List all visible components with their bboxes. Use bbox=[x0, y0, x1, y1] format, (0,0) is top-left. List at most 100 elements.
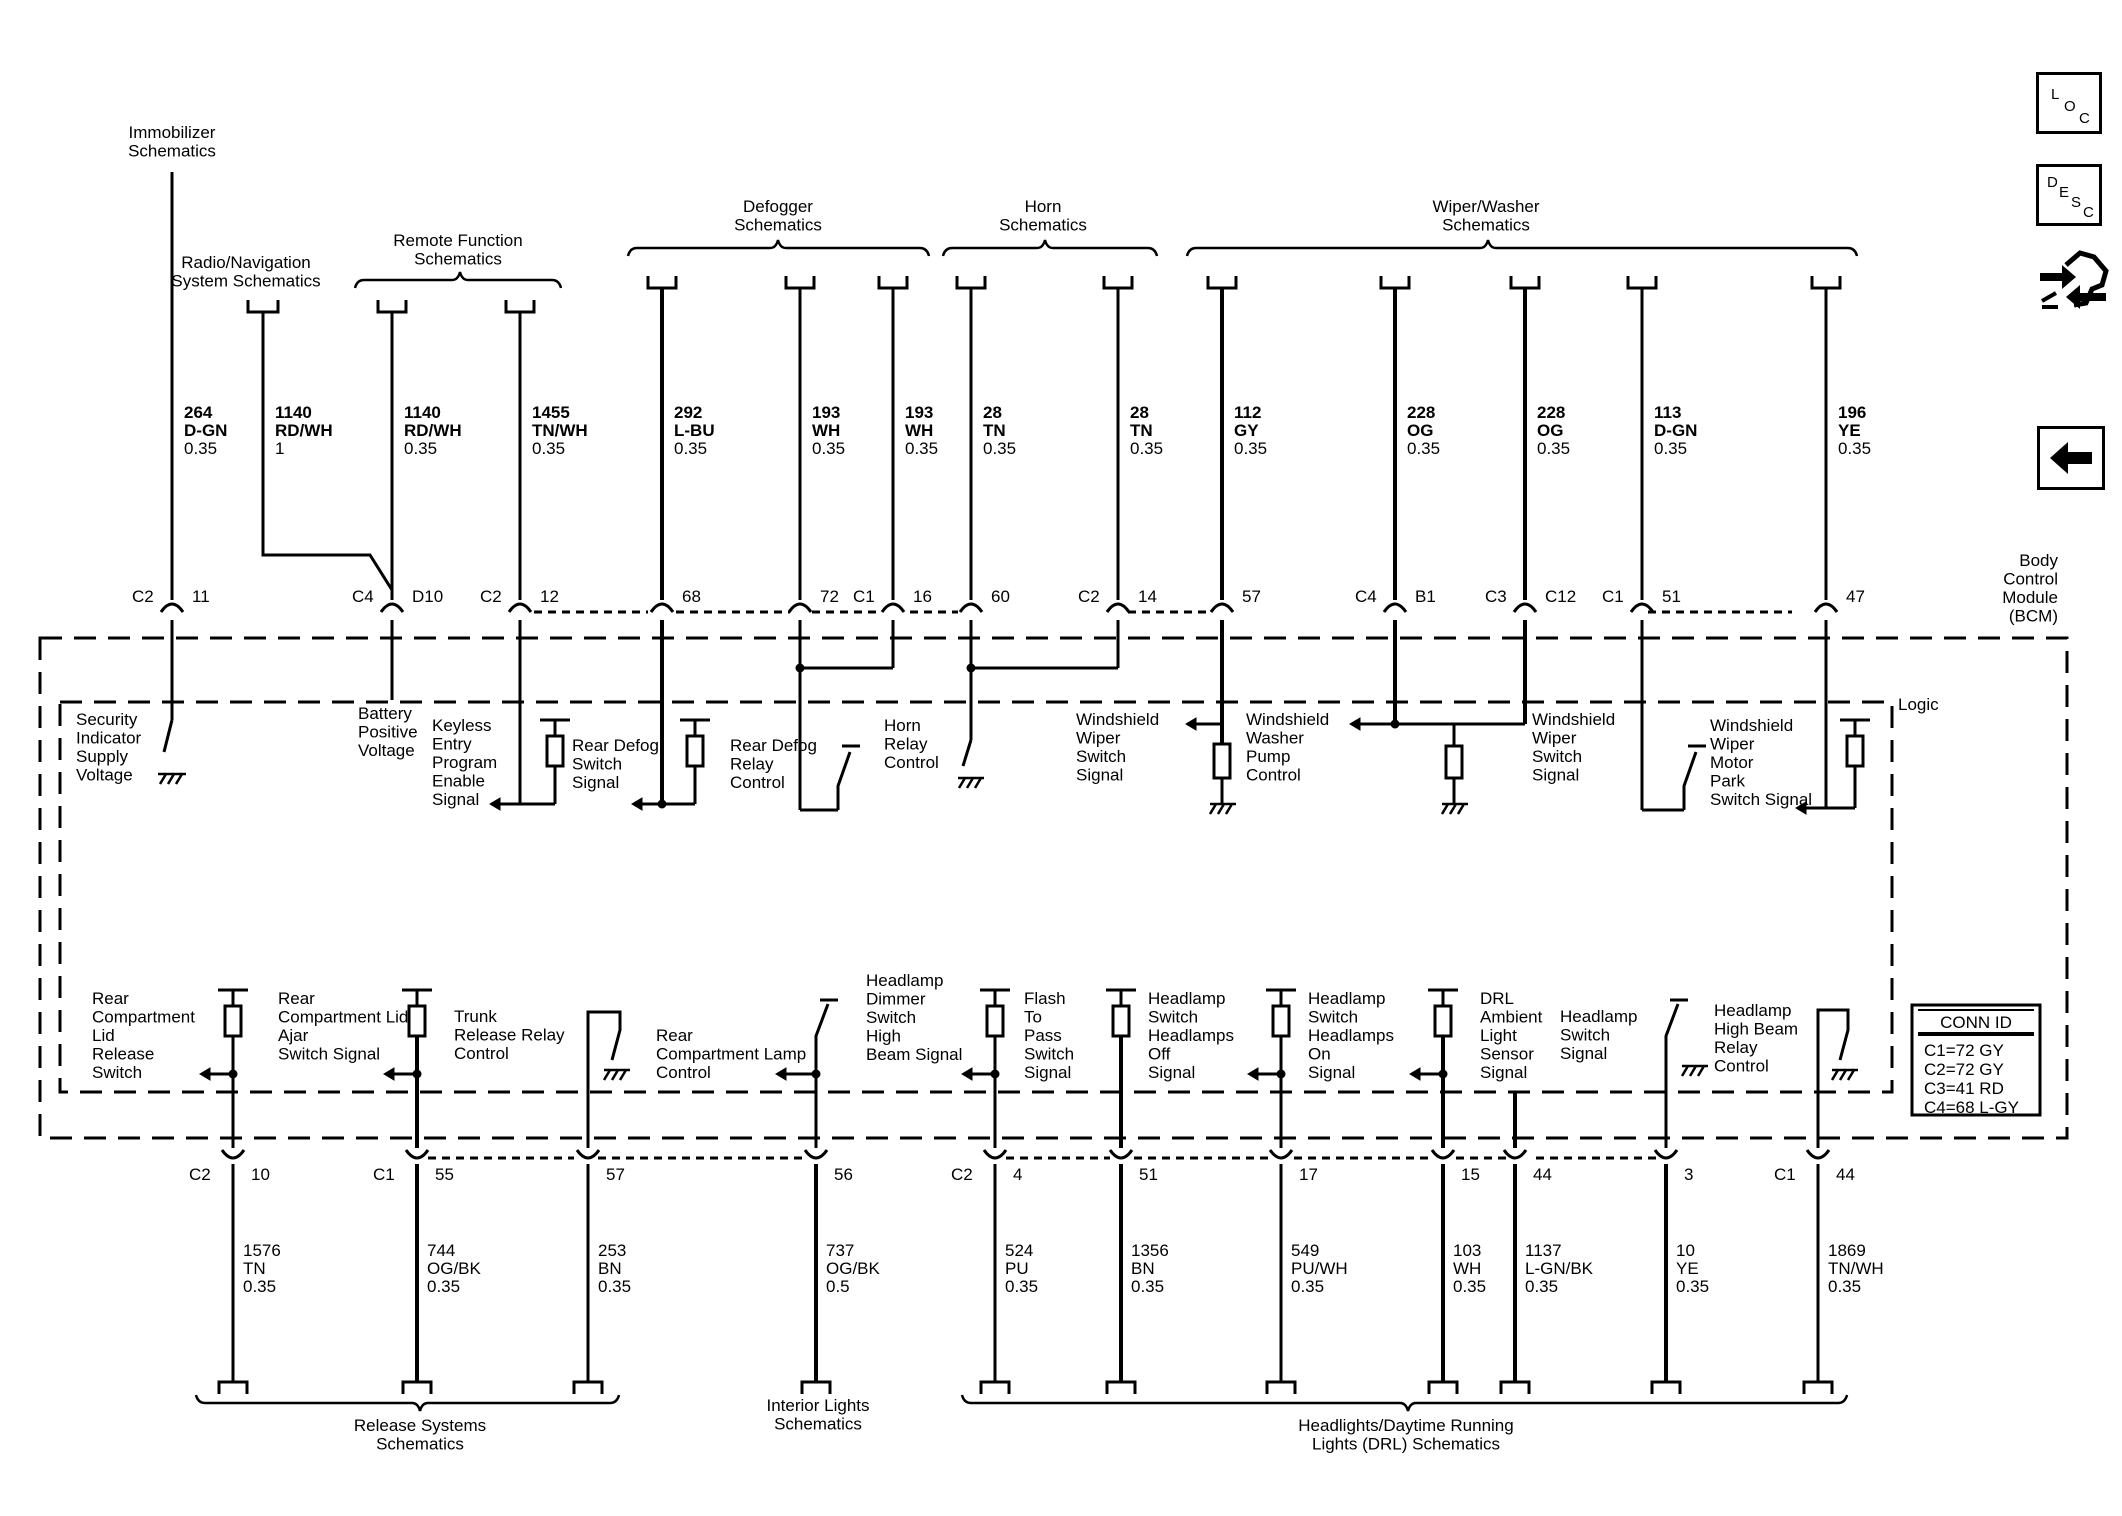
wire-color: L-GN/BK bbox=[1525, 1259, 1594, 1278]
pin-number: 56 bbox=[834, 1165, 853, 1184]
wire-color: D-GN bbox=[184, 421, 227, 440]
connector-id-line: C3 bbox=[1485, 587, 1507, 606]
wire-size-line: 0.35 bbox=[404, 439, 437, 458]
wire-connector bbox=[646, 276, 678, 290]
wire-connector bbox=[1650, 1380, 1682, 1394]
wire-circuit: 196 bbox=[1838, 403, 1866, 422]
wire-circuit: 10 bbox=[1676, 1241, 1695, 1260]
connector-id: C2 bbox=[189, 1165, 211, 1184]
pin-number: 44 bbox=[1836, 1165, 1855, 1184]
wire-color: OG bbox=[1407, 421, 1433, 440]
signal-label-line: Enable bbox=[432, 772, 485, 791]
pin-number-line: 44 bbox=[1836, 1165, 1855, 1184]
brace-release bbox=[194, 1394, 621, 1412]
wire-connector bbox=[1379, 276, 1411, 290]
pin-number-line: B1 bbox=[1415, 587, 1436, 606]
wire-color: TN bbox=[983, 421, 1006, 440]
wire-size-line: 0.35 bbox=[184, 439, 217, 458]
pin-number: 10 bbox=[251, 1165, 270, 1184]
wire-color: RD/WH bbox=[275, 421, 333, 440]
source-wiper-line: Wiper/Washer bbox=[1432, 197, 1539, 216]
signal-label-line: Switch Signal bbox=[1710, 790, 1812, 809]
wire-circuit-line: 1356 bbox=[1131, 1241, 1169, 1260]
location-button[interactable]: L O C bbox=[2036, 72, 2102, 134]
wire-size-line: 0.35 bbox=[1005, 1277, 1038, 1296]
conn-id-row: C3=41 RD bbox=[1924, 1079, 2004, 1098]
wire-color-line: PU bbox=[1005, 1259, 1029, 1278]
wire-color-line: WH bbox=[1453, 1259, 1481, 1278]
wire-color-line: PU/WH bbox=[1291, 1259, 1348, 1278]
wire-color-line: BN bbox=[1131, 1259, 1155, 1278]
signal-label-line: Switch bbox=[1076, 747, 1126, 766]
wire-circuit: 1869 bbox=[1828, 1241, 1866, 1260]
pin-number-line: 57 bbox=[606, 1165, 625, 1184]
source-immobilizer-line: Immobilizer bbox=[129, 123, 216, 142]
pin-number-line: 16 bbox=[913, 587, 932, 606]
signal-label-line: Release bbox=[92, 1045, 154, 1064]
connector-id-line: C1 bbox=[1602, 587, 1624, 606]
signal-label-line: Ajar bbox=[278, 1026, 309, 1045]
wire-color-line: WH bbox=[812, 421, 840, 440]
pin-number-line: 57 bbox=[1242, 587, 1261, 606]
source-headlights-line: Lights (DRL) Schematics bbox=[1312, 1435, 1500, 1454]
wire-size-line: 0.35 bbox=[1525, 1277, 1558, 1296]
pin-number-line: 60 bbox=[991, 587, 1010, 606]
wire-color: BN bbox=[1131, 1259, 1155, 1278]
source-radio-line: System Schematics bbox=[171, 272, 320, 291]
back-button[interactable] bbox=[2037, 426, 2105, 490]
wire-circuit-line: 253 bbox=[598, 1241, 626, 1260]
logic-label-line: Logic bbox=[1898, 695, 1939, 714]
pin-connector bbox=[1805, 1149, 1831, 1160]
wire-circuit-line: 264 bbox=[184, 403, 213, 422]
wire-size-line: 0.5 bbox=[826, 1277, 850, 1296]
pin-number: 14 bbox=[1138, 587, 1157, 606]
wire-circuit-line: 1455 bbox=[532, 403, 570, 422]
signal-label-line: Signal bbox=[1024, 1063, 1071, 1082]
loc-letter-l: L bbox=[2051, 86, 2060, 103]
signal-label-line: Rear Defog bbox=[572, 736, 659, 755]
wire-circuit: 744 bbox=[427, 1241, 455, 1260]
wire-size-line: 0.35 bbox=[674, 439, 707, 458]
connector-end-view-icon[interactable] bbox=[2036, 245, 2110, 323]
wire-circuit-line: 737 bbox=[826, 1241, 854, 1260]
wire-color: PU/WH bbox=[1291, 1259, 1348, 1278]
desc-letter-e: E bbox=[2059, 184, 2070, 201]
signal-label-line: Control bbox=[454, 1044, 509, 1063]
pin-number: 17 bbox=[1299, 1165, 1318, 1184]
wire-circuit: 103 bbox=[1453, 1241, 1481, 1260]
signal-label-line: Light bbox=[1480, 1026, 1517, 1045]
wire-color: PU bbox=[1005, 1259, 1029, 1278]
pin-number: 12 bbox=[540, 587, 559, 606]
wire-connector bbox=[376, 300, 408, 314]
wire-connector bbox=[1427, 1380, 1459, 1394]
description-button[interactable]: D E S C bbox=[2036, 164, 2102, 226]
wire-circuit-line: 103 bbox=[1453, 1241, 1481, 1260]
pin-connector bbox=[507, 602, 533, 613]
wire-size: 0.35 bbox=[905, 439, 938, 458]
wire-circuit: 28 bbox=[1130, 403, 1149, 422]
wire-circuit: 253 bbox=[598, 1241, 626, 1260]
connector-id-line: C2 bbox=[1078, 587, 1100, 606]
signal-label-line: Battery bbox=[358, 704, 412, 723]
wire-size: 0.35 bbox=[1676, 1277, 1709, 1296]
signal-label-line: High Beam bbox=[1714, 1020, 1798, 1039]
wire-connector bbox=[1102, 276, 1134, 290]
wire-circuit: 737 bbox=[826, 1241, 854, 1260]
signal-label-line: Wiper bbox=[1076, 729, 1121, 748]
wire-connector bbox=[784, 276, 816, 290]
signal-label-line: Compartment Lamp bbox=[656, 1045, 806, 1064]
pin-connector bbox=[1108, 1149, 1134, 1160]
wire-circuit: 264 bbox=[184, 403, 213, 422]
wire-size: 0.35 bbox=[1234, 439, 1267, 458]
source-remote-line: Remote Function bbox=[393, 231, 522, 250]
wire-circuit: 28 bbox=[983, 403, 1002, 422]
wire-size-line: 0.35 bbox=[1453, 1277, 1486, 1296]
wire-size: 1 bbox=[275, 439, 284, 458]
wire-color: TN/WH bbox=[532, 421, 588, 440]
wire-size-line: 0.35 bbox=[598, 1277, 631, 1296]
